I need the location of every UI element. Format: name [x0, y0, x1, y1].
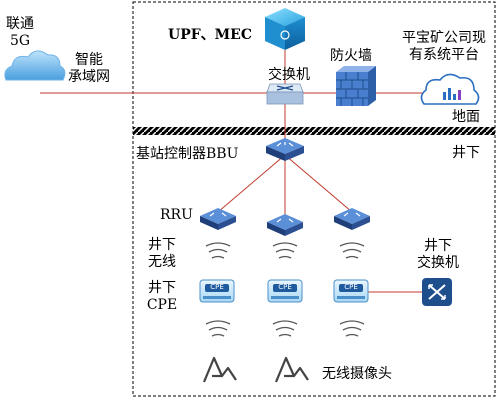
camera-icon	[202, 356, 237, 383]
wifi-icon	[339, 320, 365, 337]
camera-label: 无线摄像头	[322, 366, 392, 382]
firewall-label: 防火墙	[330, 48, 372, 64]
wifi-icon	[205, 242, 231, 259]
platform-cloud-icon	[420, 73, 480, 105]
upf-mec-label: UPF、MEC	[168, 27, 252, 43]
camera-icon	[274, 356, 309, 383]
switch-label: 交换机	[268, 67, 310, 83]
cpe-device-icon	[199, 279, 235, 303]
firewall-icon	[336, 66, 376, 106]
cpe-badge-text: CPE	[278, 283, 292, 291]
cpe-device-icon	[333, 279, 369, 303]
cpe-device-icon	[267, 279, 303, 303]
rru-icon	[200, 208, 236, 230]
bbu-router-icon	[266, 138, 304, 161]
underground-switch-icon	[422, 278, 452, 306]
wifi-icon	[205, 320, 231, 337]
cloud-icon	[4, 50, 66, 81]
cpe-badge-text: CPE	[210, 283, 224, 291]
mec-cube-icon	[265, 8, 305, 50]
wifi-icon	[339, 242, 365, 259]
cpe-badge-text: CPE	[344, 283, 358, 291]
link-bbu-rru3	[284, 154, 353, 213]
network-label: 智能 承域网	[68, 52, 110, 85]
switch-icon	[266, 83, 304, 105]
carrier-label: 联通 5G	[6, 16, 34, 49]
wireless-waves-row2	[205, 320, 365, 337]
wifi-icon	[272, 320, 298, 337]
cpe-label: 井下 CPE	[146, 280, 178, 313]
underground-zone-label: 井下	[452, 145, 480, 161]
wireless-label: 井下 无线	[148, 237, 176, 270]
link-bbu-rru1	[217, 154, 286, 213]
ground-divider	[133, 127, 495, 135]
rru-icon	[334, 208, 370, 230]
wifi-icon	[272, 242, 298, 259]
platform-label: 平宝矿公司现 有系统平台	[402, 30, 486, 63]
wireless-waves-row1	[205, 242, 365, 259]
dashed-frame	[132, 1, 496, 397]
rru-icon	[267, 214, 303, 236]
underground-switch-label: 井下 交换机	[417, 238, 459, 271]
rru-label: RRU	[160, 207, 193, 223]
bbu-label: 基站控制器BBU	[136, 146, 239, 162]
surface-zone-label: 地面	[452, 109, 480, 125]
